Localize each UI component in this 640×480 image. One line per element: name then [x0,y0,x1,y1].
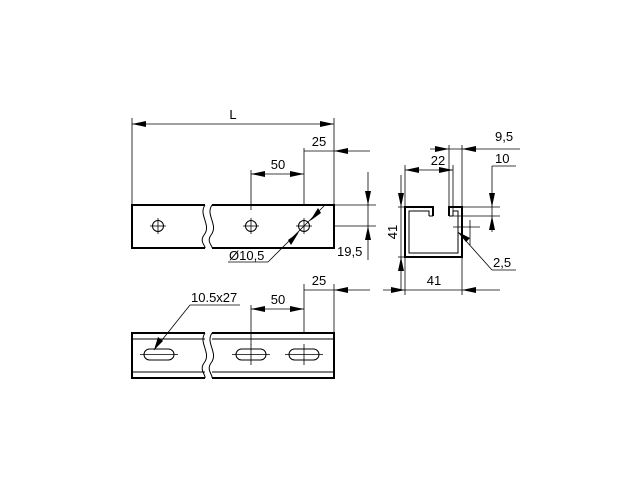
dim-25-label: 25 [312,134,326,149]
dim-41-width-label: 41 [427,273,441,288]
break-line-right [208,204,215,249]
dim-50-label: 50 [271,157,285,172]
channel-outer [404,206,463,258]
slot-leader-arrow [154,337,163,350]
bottom-view: 25 50 10.5x27 [131,273,370,379]
arrow-41h-bottom [398,257,404,271]
dim-50-b-label: 50 [271,292,285,307]
arrow-41h-top [398,193,404,207]
arrow-right [320,121,334,127]
arrow-10-bottom [489,216,495,230]
diameter-arrow-2 [288,232,299,245]
plate-right-outline [212,204,335,249]
diameter-label: Ø10,5 [229,248,264,263]
arrow-9-5-right [462,146,476,152]
arrow-left [132,121,146,127]
height-label: 19,5 [337,244,362,259]
arrow-41w-right [462,287,476,293]
arrow-22-left [405,167,419,173]
length-label: L [229,107,236,122]
arrow-50-b-right [290,306,304,312]
break-line-b-right [208,332,215,379]
arrow-19-5-top [365,191,371,205]
arrow-50-right [290,171,304,177]
slot-label: 10.5x27 [191,290,237,305]
arrow-41w-left [391,287,405,293]
arrow-10-top [489,193,495,207]
section-view: 9,5 22 10 41 2,5 41 [383,129,520,295]
break-line-b-left [201,332,208,379]
plate-left-outline [131,204,205,249]
channel-left-outline [131,332,205,379]
arrow-25 [334,148,348,154]
arrow-19-5-bottom [365,226,371,240]
arrow-50-left [251,171,265,177]
arrow-2-5 [458,232,470,242]
dim-22-label: 22 [431,153,445,168]
dim-2-5-label: 2,5 [493,255,511,270]
dim-25-b-label: 25 [312,273,326,288]
top-view: L 25 50 Ø10,5 [131,107,376,263]
dim-41-height-label: 41 [385,225,400,239]
dim-9-5-label: 9,5 [495,129,513,144]
channel-right-outline [212,332,335,379]
dim-10-label: 10 [495,151,509,166]
arrow-25-b [334,287,348,293]
channel-inner [408,210,459,254]
break-line-left [201,204,208,249]
arrow-50-b-left [251,306,265,312]
arrow-9-5-left [435,146,449,152]
diameter-arrow-1 [310,208,321,221]
arrow-22-right [439,167,453,173]
